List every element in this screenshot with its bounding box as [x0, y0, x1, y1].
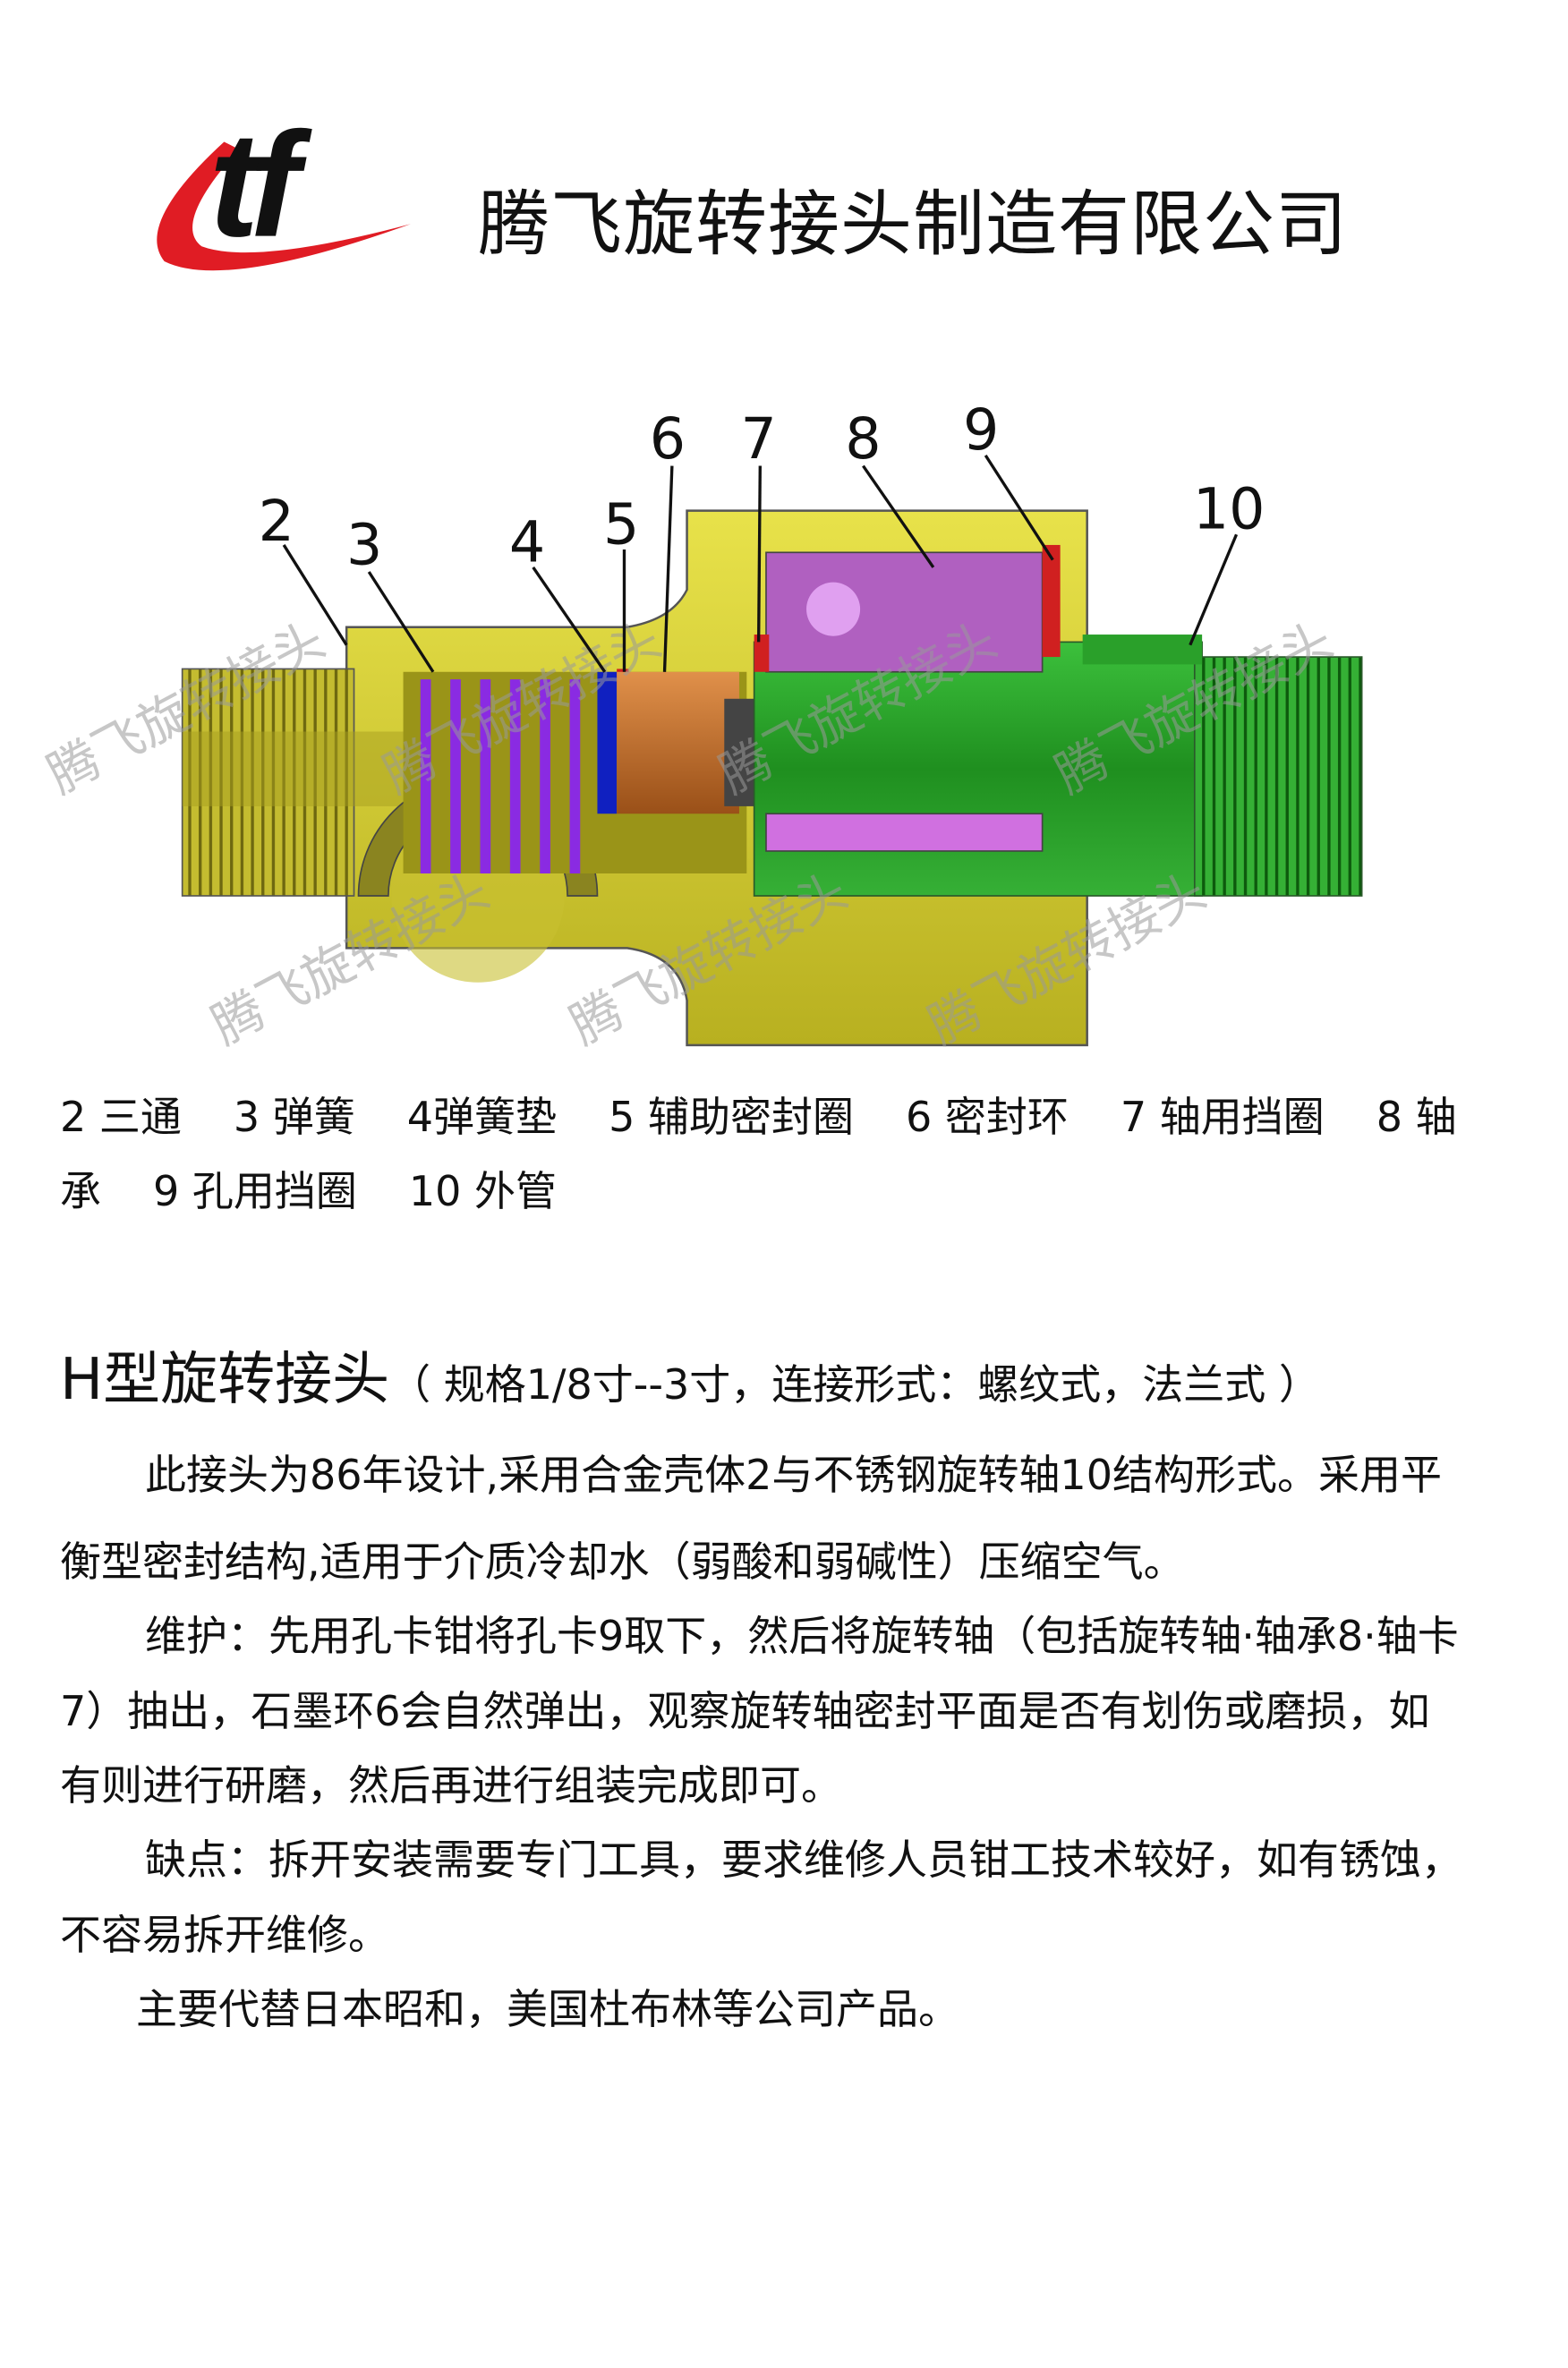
callout-6: 6	[650, 405, 686, 472]
spring-3	[420, 679, 581, 873]
callout-10: 10	[1193, 476, 1265, 542]
legend-item: 2 三通	[60, 1093, 182, 1141]
legend-item: 6 密封环	[905, 1093, 1069, 1141]
callout-7: 7	[740, 405, 776, 472]
retaining-ring-9	[1042, 544, 1061, 658]
callout-4: 4	[509, 508, 545, 575]
cross-section-diagram	[181, 509, 1363, 1047]
article-title: H型旋转接头	[60, 1347, 390, 1413]
paragraph-line: 不容易拆开维修。	[60, 1911, 389, 1959]
retainer-7	[724, 698, 757, 806]
callout-9: 9	[963, 396, 999, 463]
paragraph-line: 此接头为86年设计,采用合金壳体2与不锈钢旋转轴10结构形式。采用平	[145, 1451, 1442, 1499]
legend-item: 10 外管	[408, 1167, 558, 1215]
callout-2: 2	[259, 488, 294, 554]
article-spec: （ 规格1/8寸--3寸，连接形式：螺纹式，法兰式 ）	[389, 1360, 1320, 1409]
company-name: 腾飞旋转接头制造有限公司	[478, 183, 1348, 266]
legend-item: 5 辅助密封圈	[609, 1093, 854, 1141]
legend-item: 8 轴	[1376, 1093, 1457, 1141]
legend-line-2: 承 9 孔用挡圈 10 外管	[60, 1159, 609, 1218]
callout-5: 5	[603, 490, 639, 557]
leader-lines	[282, 454, 1239, 673]
callout-labels: 2 3 4 5 6 7 8 9 10	[259, 396, 1265, 577]
legend-item: 7 轴用挡圈	[1120, 1093, 1325, 1141]
legend-line-1: 2 三通 3 弹簧 4弹簧垫 5 辅助密封圈 6 密封环 7 轴用挡圈 8 轴	[60, 1085, 1457, 1144]
paragraph-line: 衡型密封结构,适用于介质冷却水（弱酸和弱碱性）压缩空气。	[60, 1537, 1185, 1586]
paragraph-line: 维护：先用孔卡钳将孔卡9取下，然后将旋转轴（包括旋转轴·轴承8·轴卡	[145, 1612, 1459, 1660]
callout-8: 8	[845, 405, 881, 472]
washer-4	[597, 671, 618, 814]
seal-ring-6	[617, 671, 739, 814]
legend-item: 3 弹簧	[233, 1093, 355, 1141]
svg-text:tf: tf	[209, 102, 313, 268]
company-logo: tf	[157, 102, 411, 271]
paragraph-line: 有则进行研磨，然后再进行组装完成即可。	[60, 1761, 842, 1810]
legend-item: 4弹簧垫	[406, 1093, 558, 1141]
article-heading: H型旋转接头（ 规格1/8寸--3寸，连接形式：螺纹式，法兰式 ）	[60, 1333, 1320, 1416]
legend-item: 承	[60, 1167, 101, 1215]
paragraph-line: 7）抽出，石墨环6会自然弹出，观察旋转轴密封平面是否有划伤或磨损，如	[60, 1687, 1430, 1735]
paragraph-line: 缺点：拆开安装需要专门工具，要求维修人员钳工技术较好，如有锈蚀，	[145, 1836, 1462, 1884]
paragraph-line: 主要代替日本昭和，美国杜布林等公司产品。	[136, 1985, 959, 2033]
callout-3: 3	[346, 512, 382, 578]
legend-item: 9 孔用挡圈	[153, 1167, 357, 1215]
